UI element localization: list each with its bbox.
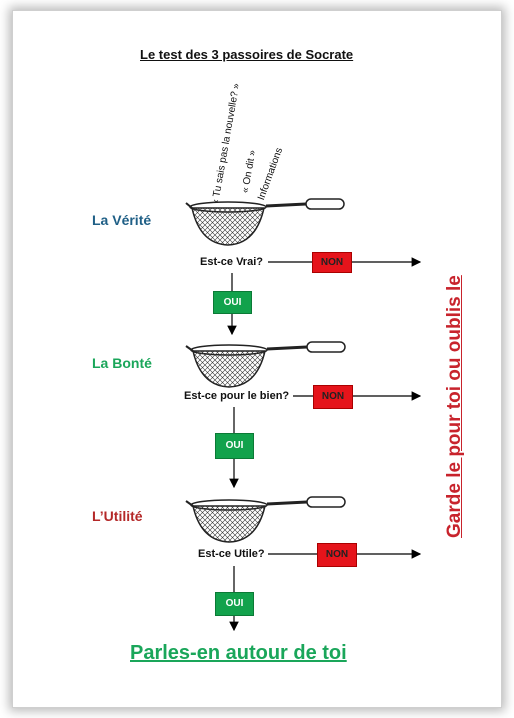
stage-label-utilite: L’Utilité <box>92 508 143 524</box>
side-conclusion-text: Garde le pour toi ou oublis le <box>444 275 465 538</box>
strainer-icon <box>185 496 346 543</box>
page-title: Le test des 3 passoires de Socrate <box>140 47 354 62</box>
non-box: NON <box>313 385 353 409</box>
strainer-icon <box>185 198 345 246</box>
question-verite: Est-ce Vrai? <box>200 256 263 268</box>
oui-box: OUI <box>215 592 254 616</box>
stage-label-bonte: La Bonté <box>92 355 152 371</box>
non-box: NON <box>312 252 352 273</box>
final-conclusion-text: Parles-en autour de toi <box>130 642 347 664</box>
oui-box: OUI <box>215 433 254 459</box>
oui-box: OUI <box>213 291 252 314</box>
strainer-icon <box>185 341 346 388</box>
question-bonte: Est-ce pour le bien? <box>184 390 290 402</box>
non-box: NON <box>317 543 357 567</box>
question-utilite: Est-ce Utile? <box>198 548 265 560</box>
stage-label-verite: La Vérité <box>92 212 152 228</box>
